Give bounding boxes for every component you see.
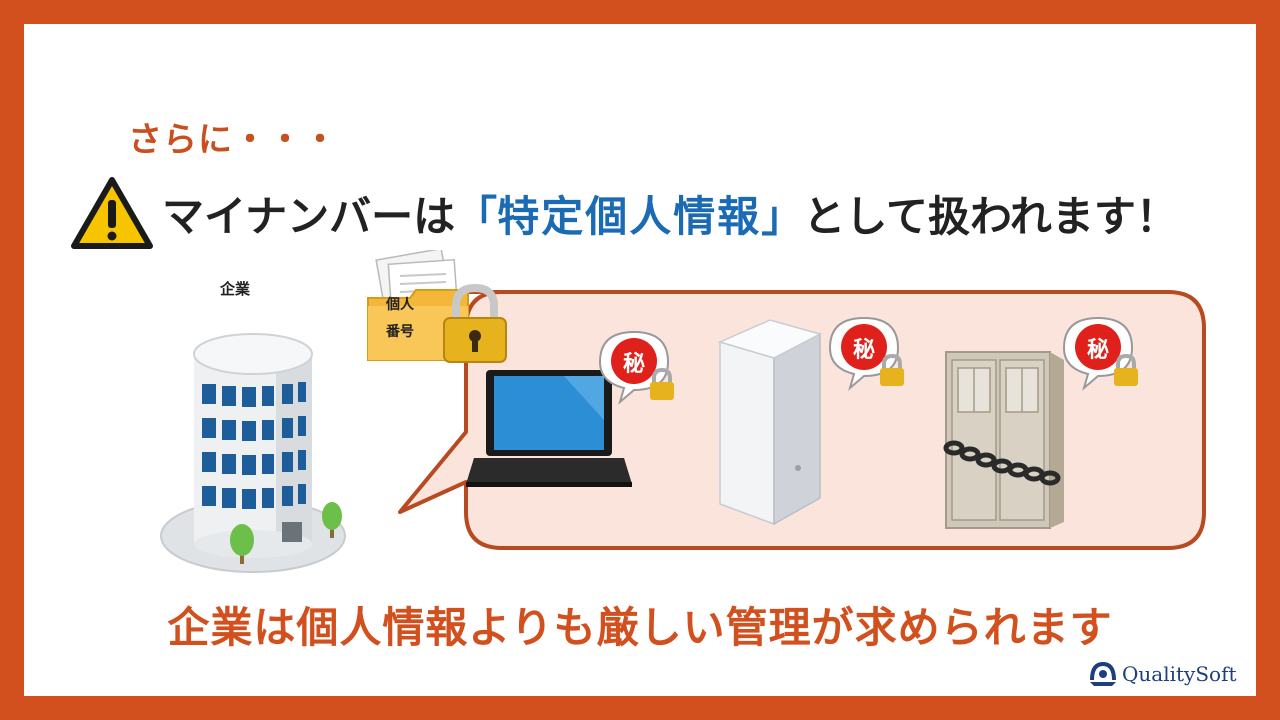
- secret-icon: [1062, 316, 1138, 391]
- secret-icon: [598, 330, 674, 405]
- warning-icon: [71, 177, 153, 249]
- headline-open-bracket: 「: [455, 191, 498, 241]
- headline-close-bracket: 」: [761, 191, 804, 241]
- slide: さらに・・・ マイナンバーは 「 特定個人情報 」 として扱われます！ 企業: [24, 24, 1256, 696]
- server-icon: [717, 319, 823, 526]
- cabinet-icon: [943, 351, 1064, 529]
- laptop-icon: [466, 370, 632, 487]
- folder-label-line2: 番号: [386, 324, 414, 340]
- secret-icon: [828, 316, 904, 391]
- building-icon: [160, 333, 346, 573]
- secret-mark-1: 秘: [622, 352, 645, 377]
- headline-before: マイナンバーは: [162, 191, 456, 241]
- secret-mark-3: 秘: [1086, 338, 1109, 363]
- headline-after: として扱われます！: [803, 191, 1178, 241]
- secret-mark-2: 秘: [852, 338, 875, 363]
- logo: QualitySoft: [1088, 660, 1237, 688]
- padlock-icon: [443, 283, 507, 363]
- headline: マイナンバーは 「 特定個人情報 」 として扱われます！: [70, 176, 1178, 250]
- headline-emphasis: 特定個人情報: [497, 191, 762, 241]
- logo-icon: [1090, 661, 1116, 686]
- logo-text: QualitySoft: [1122, 662, 1237, 686]
- company-label: 企業: [220, 280, 251, 298]
- folder-label-line1: 個人: [386, 297, 414, 313]
- intro-text: さらに・・・: [128, 120, 338, 160]
- conclusion-text: 企業は個人情報よりも厳しい管理が求められます: [167, 603, 1113, 652]
